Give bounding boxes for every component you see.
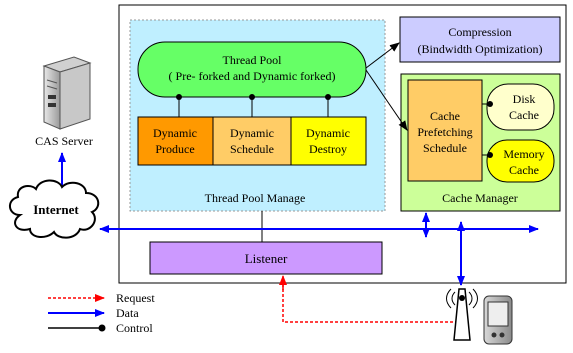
cache-prefetching-line2: Prefetching [417,125,472,139]
control-links-thread-pool-out [365,42,408,131]
thread-pool-manage-label: Thread Pool Manage [205,191,306,205]
request-path [279,275,458,323]
dynamic-schedule-line1: Dynamic [230,126,274,140]
cache-prefetching-node [407,79,483,182]
dynamic-produce-line1: Dynamic [153,126,197,140]
cloud-icon [9,179,100,239]
listener-node [149,241,383,275]
dynamic-produce-node [137,116,214,166]
memory-cache-node [486,139,555,183]
thread-pool-subtitle: ( Pre- forked and Dynamic forked) [169,69,336,83]
antenna-icon [446,288,478,341]
disk-cache-line2: Cache [509,108,539,122]
dynamic-destroy-line1: Dynamic [306,126,350,140]
dynamic-produce-line2: Produce [155,142,194,156]
internet-label: Internet [33,202,79,217]
disk-cache-node [486,83,555,131]
legend-request-label: Request [116,291,155,305]
legend-control-label: Control [116,321,153,335]
disk-cache-line1: Disk [513,92,536,106]
legend-data-label: Data [116,306,139,320]
cache-prefetching-line3: Schedule [423,141,467,155]
memory-cache-line2: Cache [509,163,539,177]
cas-server-label: CAS Server [35,134,93,148]
control-links-cache [482,101,493,158]
server-icon [42,56,92,130]
dynamic-schedule-line2: Schedule [230,142,274,156]
pda-icon [483,295,513,345]
thread-pool-title: Thread Pool [223,53,283,67]
cache-prefetching-line1: Cache [430,109,460,123]
legend-control-dot [98,324,106,332]
compression-subtitle: (Bindwidth Optimization) [418,42,543,56]
legend: Request Data Control [48,291,155,335]
memory-cache-line1: Memory [503,147,544,161]
dynamic-destroy-line2: Destroy [309,142,347,156]
dynamic-schedule-node [212,116,292,166]
listener-label: Listener [245,251,288,266]
control-links-thread-pool [176,94,331,117]
compression-node [399,16,561,63]
compression-title: Compression [448,25,511,39]
dynamic-destroy-node [290,116,367,166]
cache-manager-label: Cache Manager [442,191,518,205]
